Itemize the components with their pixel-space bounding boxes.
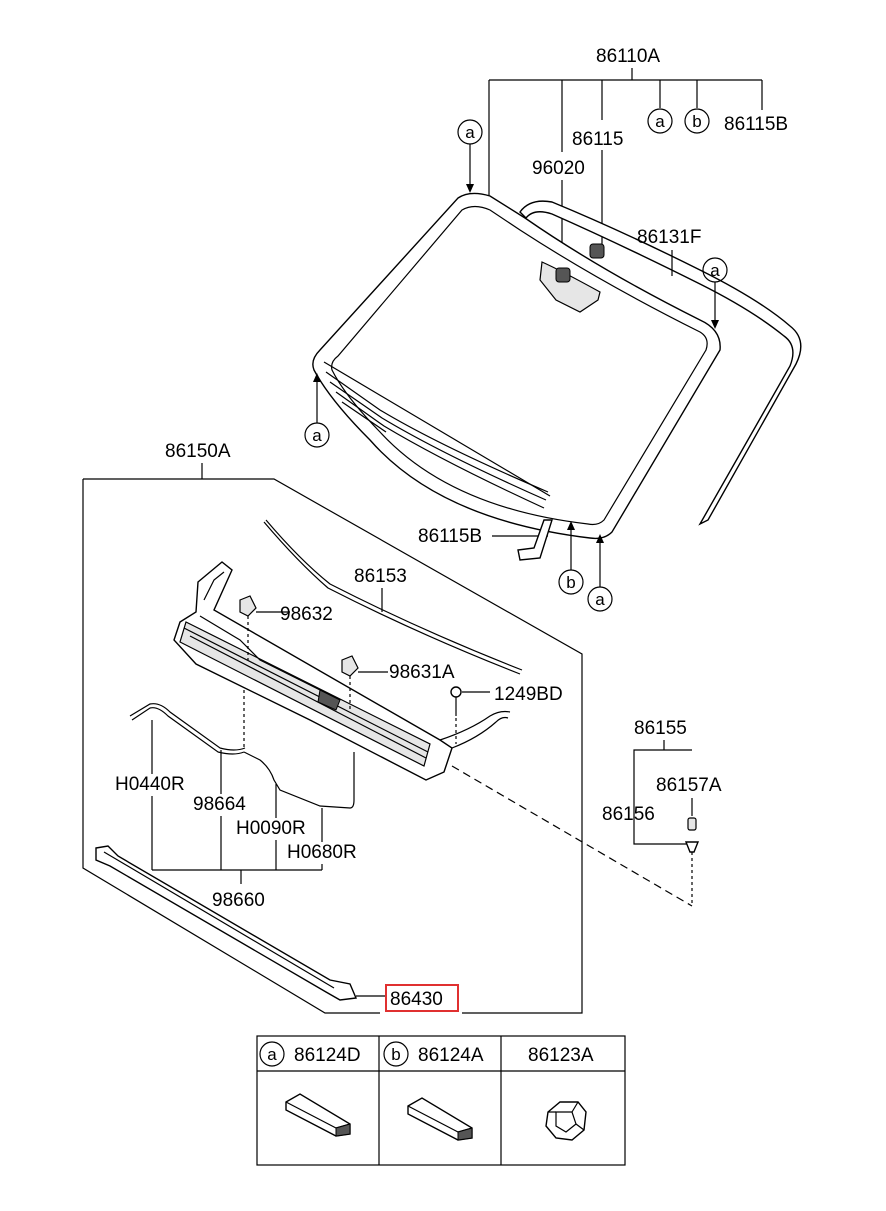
label-H0090R: H0090R xyxy=(236,818,306,839)
highlight-box-86430 xyxy=(385,984,459,1012)
seal-86430: 86430 xyxy=(95,845,459,1012)
callout-a-windshield-top: a xyxy=(457,119,483,193)
legend-code-86124D: 86124D xyxy=(294,1045,361,1066)
label-1249BD: 1249BD xyxy=(494,684,563,705)
label-98631A: 98631A xyxy=(389,662,455,683)
label-98664: 98664 xyxy=(193,794,246,815)
cowl-panel xyxy=(173,561,511,781)
label-98632: 98632 xyxy=(280,604,333,625)
legend-cell-b: b 86124A xyxy=(383,1041,484,1141)
callout-a-left: a xyxy=(304,373,330,448)
nozzle-98632: 98632 xyxy=(239,595,333,660)
svg-text:a: a xyxy=(710,261,720,280)
nozzle-98631A: 98631A xyxy=(341,655,455,712)
cowl-group-frame: 86150A xyxy=(82,441,583,1014)
legend-code-86123A: 86123A xyxy=(528,1045,594,1066)
group-86155: 86155 86157A 86156 xyxy=(602,718,722,906)
callout-b-bottom: b xyxy=(558,521,584,595)
label-86115B-lower: 86115B xyxy=(418,526,482,547)
callout-b-top: b xyxy=(684,108,710,134)
legend-code-86124A: 86124A xyxy=(418,1045,484,1066)
screw-1249BD: 1249BD xyxy=(450,684,563,744)
legend-cell-c: 86123A xyxy=(528,1045,594,1141)
windshield-glass xyxy=(312,192,721,540)
legend-table: a 86124D b 86124A 86123A xyxy=(256,1035,626,1166)
svg-text:a: a xyxy=(312,426,322,445)
label-96020: 96020 xyxy=(532,158,585,179)
label-H0680R: H0680R xyxy=(287,842,357,863)
label-86115: 86115 xyxy=(572,129,623,150)
leader-86110A: 86110A xyxy=(488,46,763,198)
label-86110A: 86110A xyxy=(596,46,660,67)
svg-text:b: b xyxy=(391,1045,400,1064)
svg-text:a: a xyxy=(465,123,475,142)
svg-text:a: a xyxy=(655,112,665,131)
callout-a-top: a xyxy=(647,108,673,134)
svg-text:b: b xyxy=(692,112,701,131)
label-86131F: 86131F xyxy=(637,227,701,248)
washer-hoses xyxy=(129,690,355,809)
molding-86131F: 86131F xyxy=(519,200,802,526)
label-86155: 86155 xyxy=(634,718,687,739)
label-86430: 86430 xyxy=(390,989,443,1010)
callout-a-bottom: a xyxy=(587,534,613,612)
label-86153: 86153 xyxy=(354,566,407,587)
svg-text:a: a xyxy=(595,590,605,609)
legend-cell-a: a 86124D xyxy=(259,1041,361,1137)
label-86156: 86156 xyxy=(602,804,655,825)
svg-text:b: b xyxy=(566,573,575,592)
label-98660: 98660 xyxy=(212,890,265,911)
svg-text:a: a xyxy=(267,1045,277,1064)
leader-98660: H0440R 98664 H0090R H0680R 98660 xyxy=(115,720,357,911)
label-H0440R: H0440R xyxy=(115,774,185,795)
label-86150A: 86150A xyxy=(165,441,231,462)
label-86115B-top: 86115B xyxy=(724,114,788,135)
callout-a-right: a xyxy=(702,257,728,329)
label-86157A: 86157A xyxy=(656,775,722,796)
weatherstrip-86153: 86153 xyxy=(263,519,523,675)
clip-86115B-lower: 86115B xyxy=(418,519,553,561)
